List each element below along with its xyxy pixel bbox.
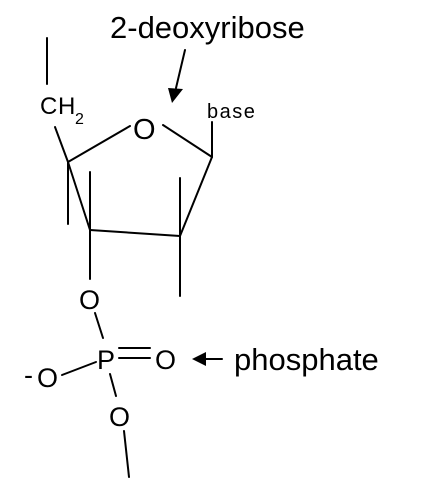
ch2-group: C H 2 (40, 93, 84, 128)
bond-c3-c4 (67, 161, 91, 231)
double-bond-oxygen-label: O (155, 345, 176, 375)
base-label: base (207, 101, 256, 123)
ester-oxygen-bottom-label: O (109, 402, 130, 432)
bond-o-bottom-down (123, 430, 130, 478)
ring-oxygen-label: O (133, 114, 156, 146)
phosphate-arrow-icon (192, 352, 223, 366)
bond-p-o-bottom (109, 373, 117, 397)
bonds (46, 37, 213, 478)
ester-oxygen-top-label: O (79, 285, 100, 315)
minus-sign-label: - (24, 360, 33, 390)
bond-ester-o-p (94, 312, 104, 339)
ch2-subscript: 2 (75, 111, 84, 128)
bond-c1-c2 (179, 156, 213, 237)
bond-p-o-minus (61, 361, 97, 376)
ch2-hydrogen: H (58, 93, 75, 120)
bond-c2-c3 (89, 229, 181, 237)
bond-c4-o (67, 125, 131, 163)
bond-ch2-c4 (54, 126, 69, 163)
phosphorus-label: P (97, 345, 115, 375)
sugar-name-label: 2-deoxyribose (110, 10, 305, 45)
anionic-oxygen-label: O (37, 363, 58, 393)
bond-o-c1 (162, 124, 213, 158)
sugar-arrow-icon (168, 49, 186, 103)
phosphate-name-label: phosphate (234, 342, 379, 377)
ch2-carbon: C (40, 93, 57, 120)
